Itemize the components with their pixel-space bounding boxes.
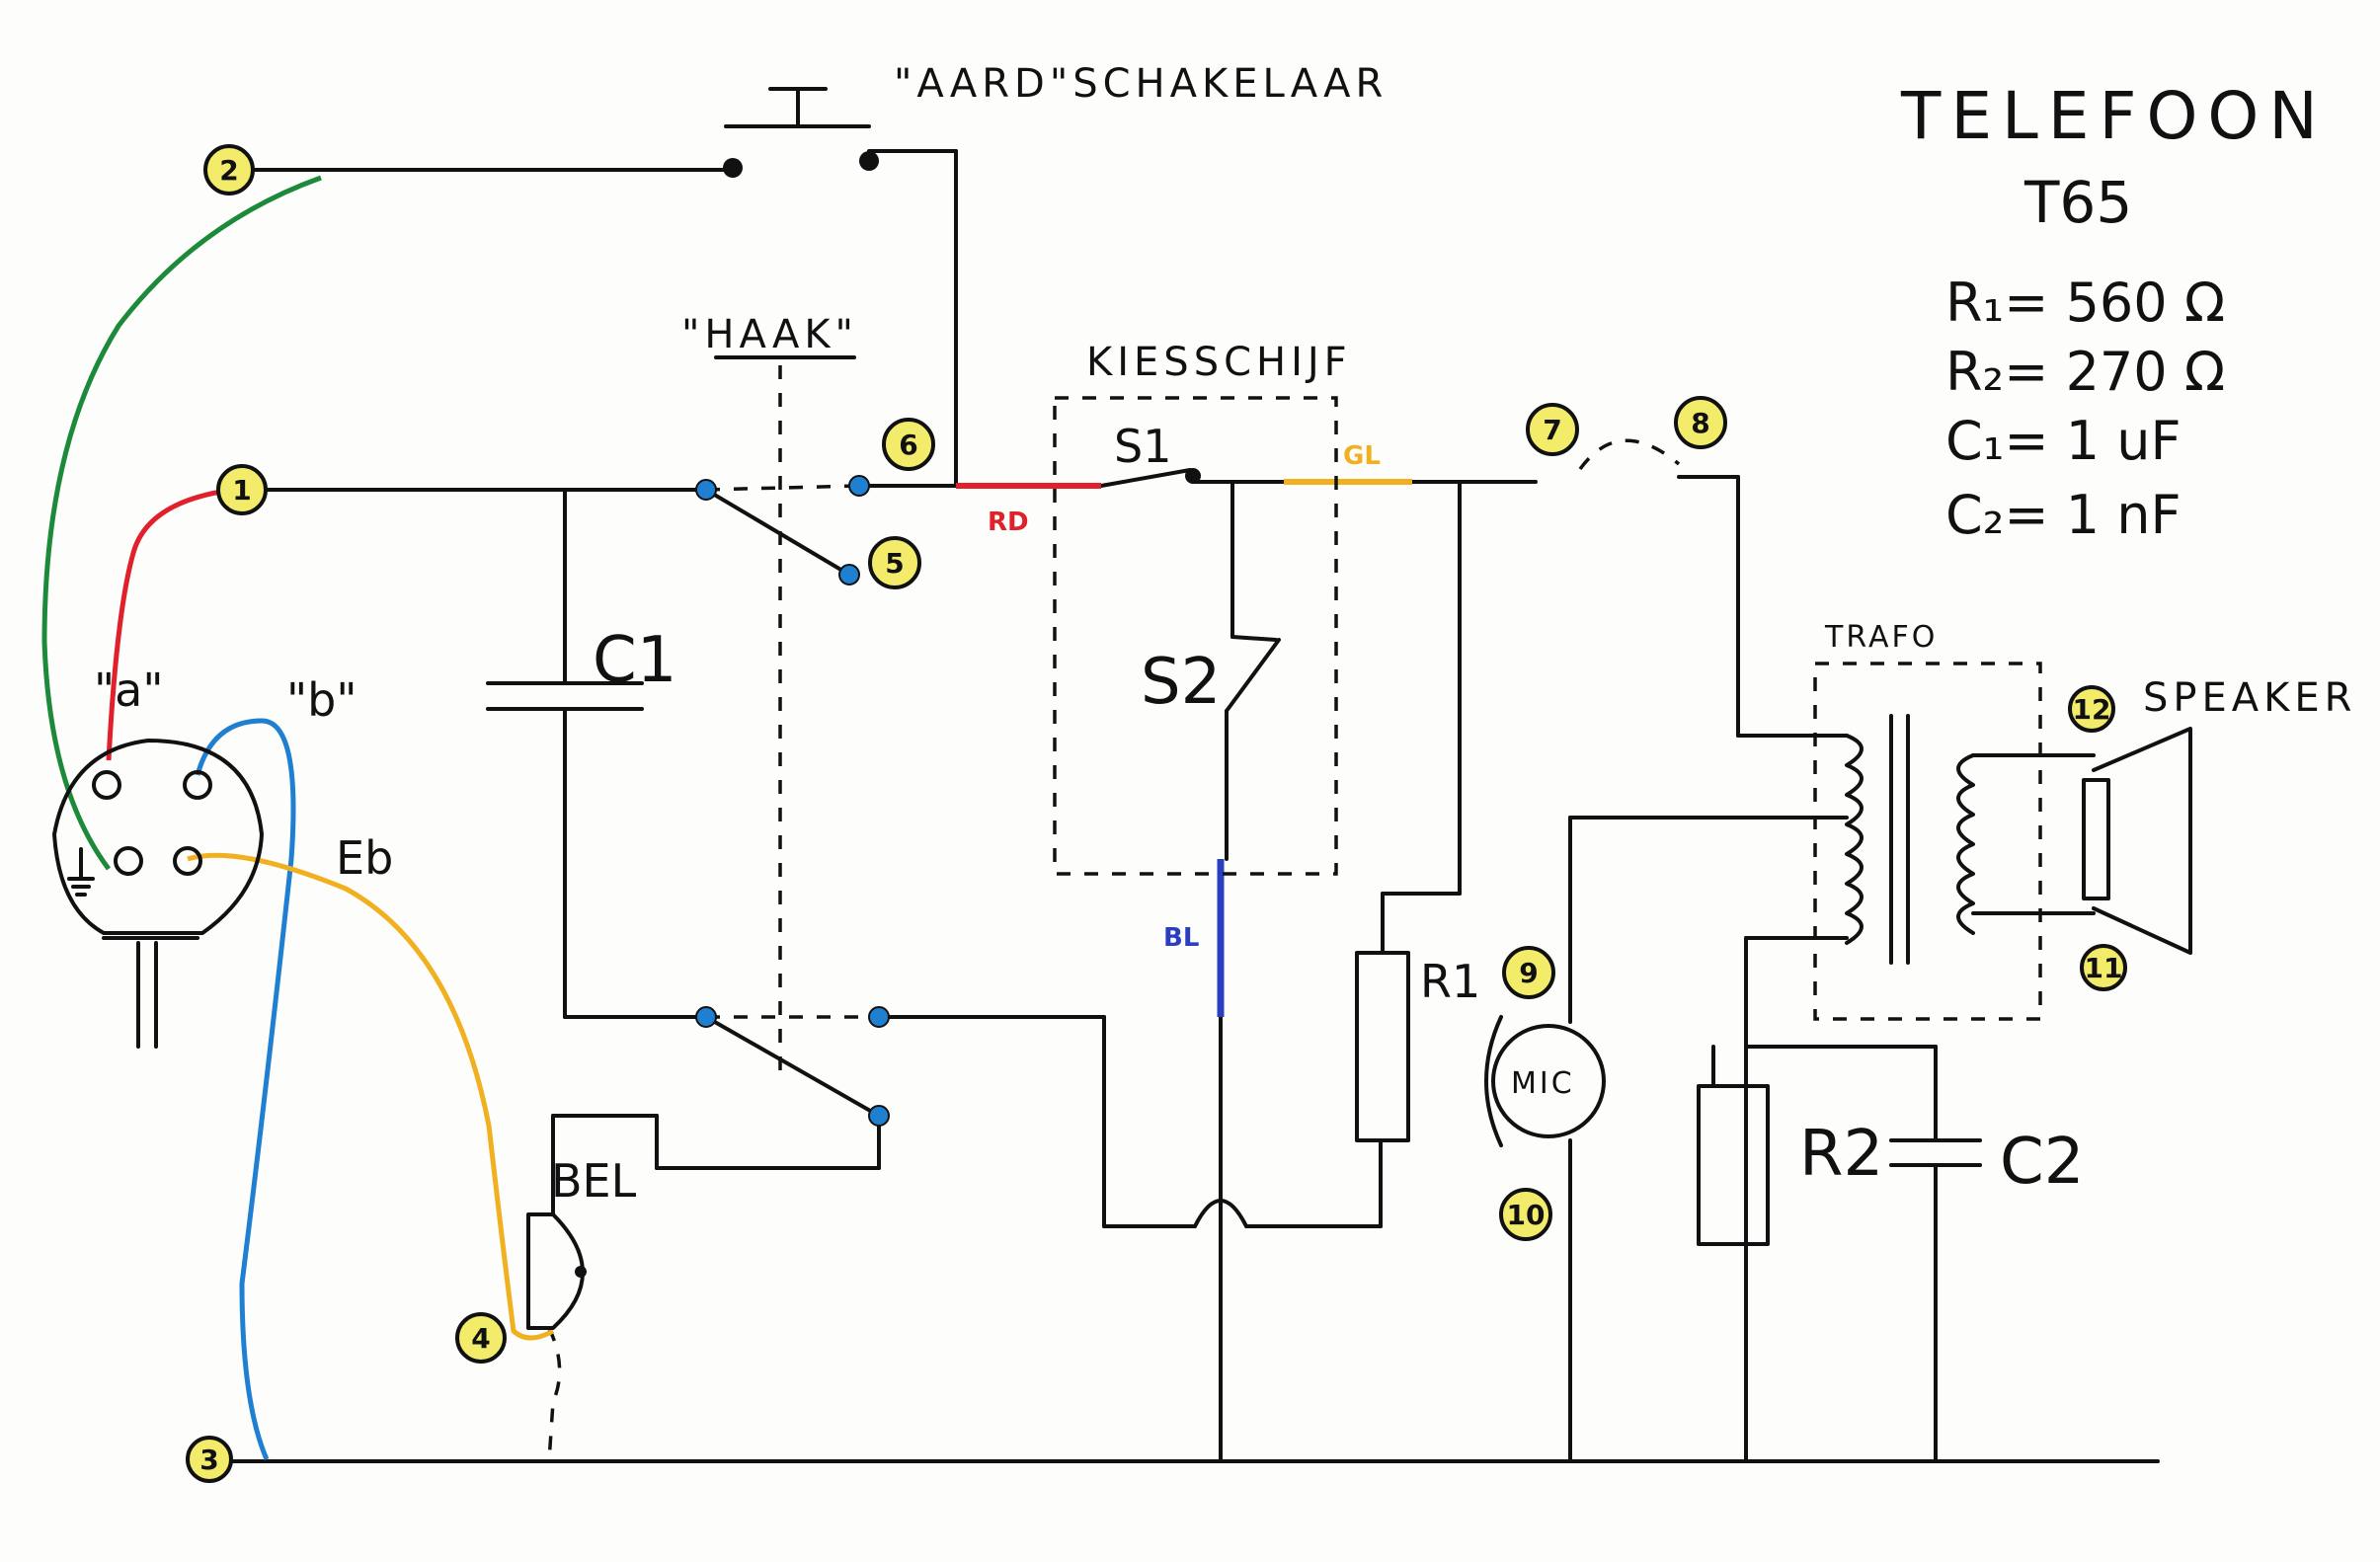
speaker-label: SPEAKER	[2143, 675, 2356, 721]
spec-c1: C₁= 1 uF	[1945, 410, 2182, 472]
hook-contact-6	[848, 475, 870, 497]
plug-b-label: "b"	[286, 673, 357, 727]
s2-label: S2	[1141, 646, 1221, 719]
terminal-12: 12	[2068, 685, 2115, 733]
svg-text:5: 5	[885, 547, 904, 580]
tag-gl: GL	[1343, 441, 1381, 471]
svg-text:12: 12	[2073, 693, 2111, 726]
earth-switch	[225, 87, 958, 488]
svg-text:8: 8	[1691, 407, 1709, 439]
mic-icon	[1484, 1015, 1606, 1147]
svg-text:6: 6	[899, 429, 917, 461]
c2-label: C2	[2000, 1126, 2084, 1199]
svg-text:1: 1	[232, 474, 251, 507]
trafo-label: TRAFO	[1824, 620, 1938, 655]
hook-contact-lower-right	[868, 1006, 890, 1028]
hook-contact-lower-left	[695, 1006, 717, 1028]
tag-rd: RD	[988, 508, 1029, 537]
circuit-wiring	[230, 438, 2160, 1463]
svg-text:9: 9	[1519, 957, 1538, 989]
bell-label: BEL	[551, 1154, 637, 1208]
dial-label: KIESSCHIJF	[1086, 340, 1352, 385]
terminal-3: 3	[186, 1436, 233, 1483]
terminal-7: 7	[1526, 403, 1579, 456]
spec-r1: R₁= 560 Ω	[1945, 272, 2225, 334]
hook-contact-lower-bell	[868, 1105, 890, 1127]
spec-c2: C₂= 1 nF	[1945, 484, 2182, 546]
terminal-5: 5	[868, 536, 921, 589]
tag-bl: BL	[1163, 923, 1199, 953]
r2-label: R2	[1799, 1118, 1883, 1191]
terminal-8: 8	[1674, 396, 1727, 449]
dial-box	[1053, 396, 1338, 876]
mic-label: MIC	[1511, 1066, 1575, 1101]
wire-blue-b	[195, 718, 296, 1460]
terminal-9: 9	[1502, 946, 1555, 999]
terminal-1: 1	[216, 464, 268, 515]
svg-text:11: 11	[2085, 952, 2123, 984]
plug-type-label: Eb	[336, 831, 393, 885]
svg-text:3: 3	[199, 1444, 218, 1476]
r1-label: R1	[1420, 955, 1480, 1008]
plug-icon	[52, 739, 264, 1049]
terminal-6: 6	[882, 418, 935, 471]
c1-label: C1	[593, 624, 676, 697]
svg-text:10: 10	[1507, 1199, 1546, 1231]
svg-text:2: 2	[219, 154, 238, 187]
spec-r2: R₂= 270 Ω	[1945, 341, 2225, 403]
svg-text:7: 7	[1543, 414, 1561, 446]
hook-label: "HAAK"	[681, 312, 858, 357]
wire-red-a	[106, 486, 243, 761]
plug-a-label: "a"	[94, 664, 164, 717]
wire-yellow	[187, 852, 555, 1341]
bell-icon	[526, 1212, 587, 1330]
svg-text:4: 4	[471, 1322, 490, 1355]
wire-green-earth	[41, 175, 322, 871]
terminal-4: 4	[455, 1312, 507, 1364]
trafo-box	[1813, 662, 2042, 1021]
speaker-icon	[2082, 727, 2192, 955]
diagram-title: TELEFOON	[1900, 78, 2328, 154]
terminal-2: 2	[203, 144, 255, 195]
hook-contact-5	[838, 564, 860, 586]
model-number: T65	[2023, 169, 2132, 236]
terminal-10: 10	[1499, 1188, 1552, 1241]
trafo-windings	[1845, 714, 2096, 965]
earth-switch-label: "AARD"SCHAKELAAR	[894, 61, 1388, 107]
terminal-11: 11	[2080, 944, 2127, 991]
hook-contact-1	[695, 479, 717, 501]
s1-label: S1	[1114, 420, 1171, 473]
